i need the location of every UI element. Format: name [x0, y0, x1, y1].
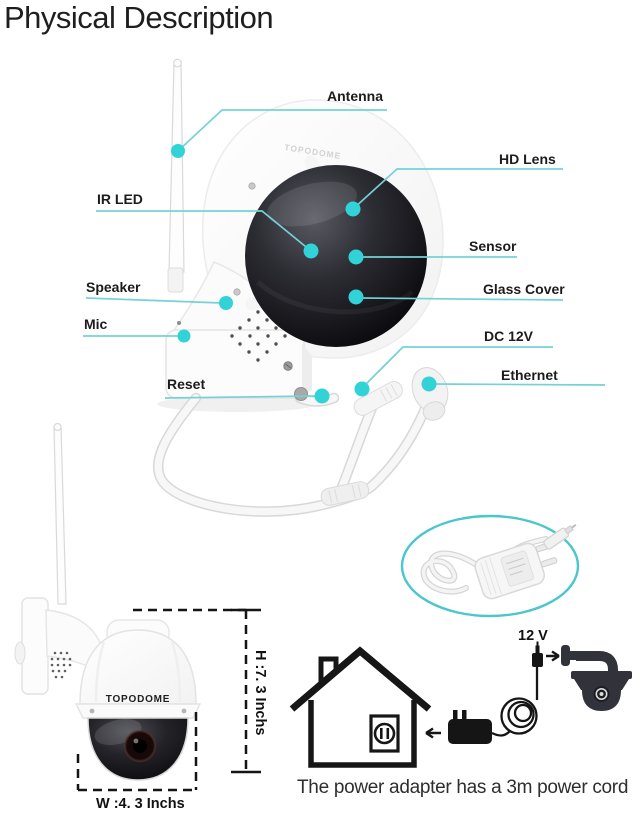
power-cord-caption: The power adapter has a 3m power cord: [297, 777, 629, 798]
main-antenna: [167, 58, 185, 293]
bracket-knob: [14, 641, 26, 665]
height-dimension-label: H :7. 3 Inchs: [252, 650, 268, 736]
label-speaker: Speaker: [86, 279, 141, 295]
pigtail-cables: [153, 392, 434, 517]
house-icon: [289, 646, 432, 768]
speaker-grille: [230, 310, 287, 362]
label-hd-lens: HD Lens: [499, 151, 556, 167]
label-mic: Mic: [84, 316, 108, 332]
voltage-label: 12 V: [518, 628, 548, 644]
bracket-grille: [50, 651, 72, 679]
small-camera-lens: [123, 729, 157, 763]
outlet-icon: [369, 714, 400, 753]
label-sensor: Sensor: [469, 238, 517, 254]
callout-ir-led: [96, 210, 319, 259]
reset-cable-tip: [294, 387, 308, 401]
label-antenna: Antenna: [327, 88, 383, 104]
mic-hole: [177, 321, 181, 325]
label-ethernet: Ethernet: [501, 367, 558, 383]
dc-pigtail-connector: [353, 381, 403, 416]
small-antenna: [53, 422, 67, 605]
plug-prong: [540, 557, 558, 568]
main-camera-photo: TOPODOME: [153, 58, 449, 517]
dome-camera-icon: [561, 645, 632, 711]
label-glass-cover: Glass Cover: [483, 281, 565, 297]
turret-shell: [79, 629, 197, 705]
callout-ethernet: [421, 376, 606, 392]
callout-glass-cover: [348, 289, 564, 305]
screw-icon: [233, 288, 241, 296]
turret-skirt: [74, 703, 202, 719]
base-screw-icon: [283, 361, 293, 371]
label-reset: Reset: [167, 376, 206, 392]
ethernet-pigtail-connector: [411, 367, 449, 421]
power-flow-diagram: [289, 641, 632, 768]
callout-sensor: [348, 249, 517, 265]
cord-coil: [500, 667, 539, 735]
page-title: Physical Description: [4, 0, 274, 35]
callout-hd-lens: [345, 168, 563, 217]
brand-text: TOPODOME: [106, 694, 171, 705]
screw-icon: [89, 708, 95, 714]
callout-lines: [83, 109, 606, 404]
label-ir-led: IR LED: [97, 191, 143, 207]
camera-base-side: [302, 344, 312, 396]
label-dc-12v: DC 12V: [484, 328, 534, 344]
power-adapter-icon: [448, 710, 511, 744]
wall-bracket-plate: [21, 597, 49, 695]
small-camera-photo: TOPODOME: [14, 422, 202, 781]
dc-plug-icon: [532, 641, 543, 667]
width-dimension-label: W :4. 3 Inchs: [96, 796, 185, 812]
callout-speaker: [85, 296, 233, 310]
screw-icon: [248, 182, 256, 190]
callout-mic: [83, 329, 191, 343]
cable-ferrule: [320, 481, 370, 506]
adapter-barrel-plug: [543, 524, 577, 550]
arrow-right-icon: [546, 650, 560, 662]
callout-dc-12v: [354, 346, 553, 397]
dimension-lines: [76, 608, 261, 792]
dome-glass: [245, 165, 427, 347]
callout-reset: [164, 388, 330, 404]
dome-highlight: [267, 181, 357, 227]
callout-antenna: [171, 109, 387, 158]
power-adapter-photo: [400, 514, 580, 618]
screw-icon: [181, 708, 187, 714]
arrow-left-icon: [425, 727, 441, 739]
